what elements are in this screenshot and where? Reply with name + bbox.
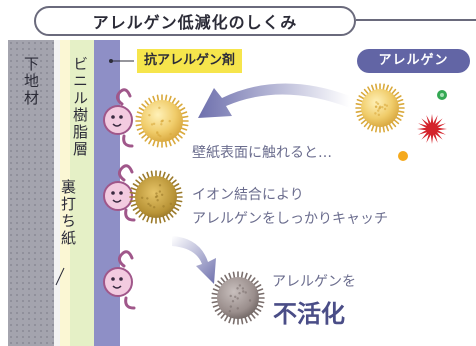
anti-allergen-label: 抗アレルゲン剤	[137, 49, 242, 73]
agent-pointer-dot	[109, 59, 113, 63]
agent-character-2	[104, 166, 134, 220]
captured-pollen-bonded	[130, 171, 182, 223]
step-capture-line2: アレルゲンをしっかりキャッチ	[192, 208, 388, 228]
step-result-line2: 不活化	[273, 294, 345, 329]
step-result-line1: アレルゲンを	[272, 271, 356, 291]
captured-pollen-1	[136, 95, 188, 147]
inactivated-allergen	[212, 272, 264, 324]
approach-arrow	[198, 83, 350, 118]
mite-allergen-red	[417, 114, 447, 144]
pollen-allergen-free	[356, 84, 404, 132]
orange-allergen-dot	[398, 151, 408, 161]
agent-character-1	[104, 90, 132, 146]
backing-pointer-line	[56, 268, 64, 285]
step-contact-text: 壁紙表面に触れると…	[192, 142, 332, 162]
allergen-badge: アレルゲン	[357, 49, 470, 73]
agent-character-3	[104, 252, 134, 308]
inactivation-arrow	[172, 236, 216, 284]
step-capture-line1: イオン結合により	[192, 184, 304, 204]
